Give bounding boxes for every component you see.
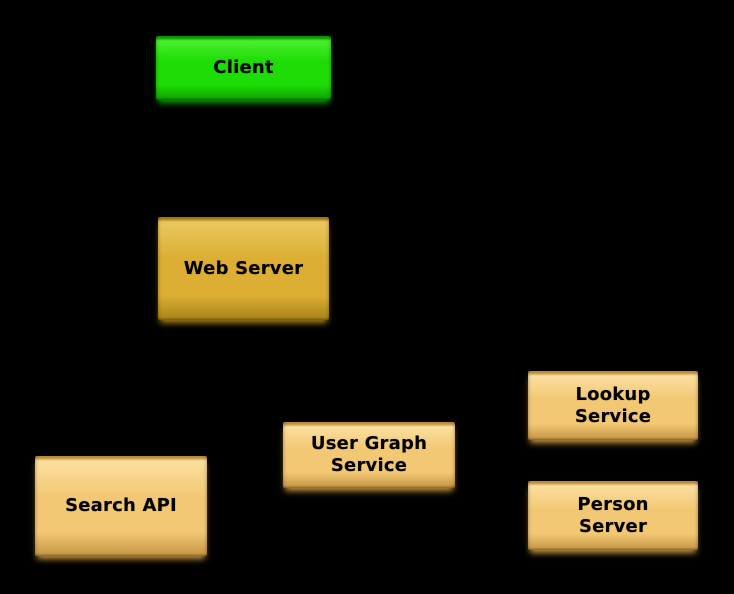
- node-lookup-service-label: Lookup Service: [574, 383, 652, 427]
- node-lookup-service: Lookup Service: [528, 371, 698, 440]
- node-client-label: Client: [213, 57, 274, 79]
- node-user-graph-service-label: User Graph Service: [310, 433, 428, 476]
- node-search-api-label: Search API: [65, 495, 177, 517]
- node-person-server-label: Person Server: [577, 493, 649, 537]
- node-client: Client: [156, 36, 331, 100]
- node-web-server-label: Web Server: [183, 257, 304, 279]
- node-web-server: Web Server: [158, 217, 329, 320]
- node-person-server: Person Server: [528, 481, 698, 550]
- node-user-graph-service: User Graph Service: [283, 422, 455, 488]
- node-search-api: Search API: [35, 456, 207, 556]
